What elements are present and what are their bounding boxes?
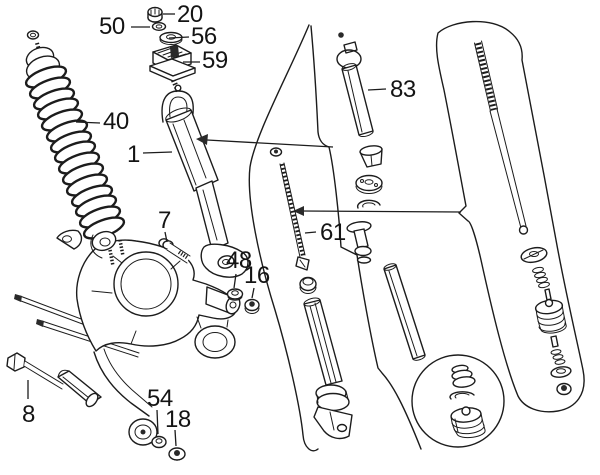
- shock-absorber-1: [161, 75, 249, 315]
- part-label-16: 16: [244, 262, 270, 289]
- small-spring-lower: [550, 349, 566, 365]
- capsule-to-rod-arrow: [293, 206, 462, 216]
- valve-washer: [355, 174, 383, 194]
- nut-16: [244, 298, 260, 314]
- seal-stack: [451, 364, 476, 388]
- nut-18: [168, 447, 186, 461]
- leader-16: [251, 287, 255, 299]
- part-label-61: 61: [320, 219, 346, 246]
- small-spring-upper: [532, 266, 550, 289]
- spring-top-nut: [26, 30, 40, 40]
- part-label-56: 56: [191, 23, 217, 50]
- part-label-40: 40: [103, 108, 129, 135]
- part-label-7: 7: [158, 207, 171, 234]
- right-capsule-outline: [435, 20, 585, 413]
- damper-rod-61: [269, 147, 310, 271]
- leader-61: [304, 231, 317, 234]
- part-label-48: 48: [226, 247, 252, 274]
- nut-48: [226, 288, 244, 301]
- leader-40: [75, 121, 101, 124]
- leader-54: [156, 409, 159, 435]
- cap-nut: [299, 276, 317, 294]
- panel-to-shock-arrow: [196, 134, 334, 148]
- top-mount-parts: [147, 6, 196, 82]
- part-label-18: 18: [165, 406, 191, 433]
- shock-mount-boss: [194, 325, 236, 359]
- engine-casing: [56, 229, 237, 446]
- part-label-50: 50: [99, 13, 125, 40]
- seal-piston: [450, 406, 486, 439]
- part-label-59: 59: [202, 47, 228, 74]
- spring-coils: [24, 65, 126, 240]
- piston-assembly: [534, 298, 567, 334]
- damper-tube-83: [336, 32, 374, 138]
- label-leaders: [27, 13, 387, 447]
- inner-tube: [383, 263, 426, 361]
- taper-bush: [359, 145, 383, 168]
- leader-1: [142, 151, 173, 154]
- end-washer: [550, 366, 572, 378]
- leader-56: [168, 36, 190, 39]
- washer-50: [151, 22, 167, 32]
- part-label-54: 54: [147, 385, 173, 412]
- part-label-83: 83: [390, 76, 416, 103]
- suspension-spring-40: [24, 30, 126, 259]
- washer-54: [151, 435, 167, 449]
- leader-7: [164, 231, 168, 243]
- bolt-7: [158, 238, 191, 264]
- capsule-rod-assembly: [474, 40, 572, 396]
- valve-piston: [346, 221, 372, 264]
- pin-upper: [544, 288, 552, 301]
- part-label-8: 8: [22, 401, 35, 428]
- rod-disc: [520, 246, 548, 264]
- seal-circlip: [449, 391, 475, 400]
- middle-panel-outline: [248, 24, 422, 452]
- pin-lower: [550, 335, 559, 348]
- end-nut: [556, 382, 572, 396]
- nut-20: [147, 6, 163, 23]
- fork-slider: [299, 276, 353, 440]
- detail-circle: [411, 354, 505, 448]
- pivot-bolt-8: [6, 352, 102, 408]
- part-label-20: 20: [177, 1, 203, 28]
- circlip: [356, 199, 381, 209]
- rubber-mount-block-59: [149, 44, 196, 82]
- leader-48: [233, 273, 237, 289]
- damper-internal-parts: [346, 145, 426, 361]
- crankcase-opening: [113, 251, 179, 317]
- leader-18: [174, 429, 177, 447]
- part-label-1: 1: [127, 141, 140, 168]
- leader-83: [367, 88, 387, 91]
